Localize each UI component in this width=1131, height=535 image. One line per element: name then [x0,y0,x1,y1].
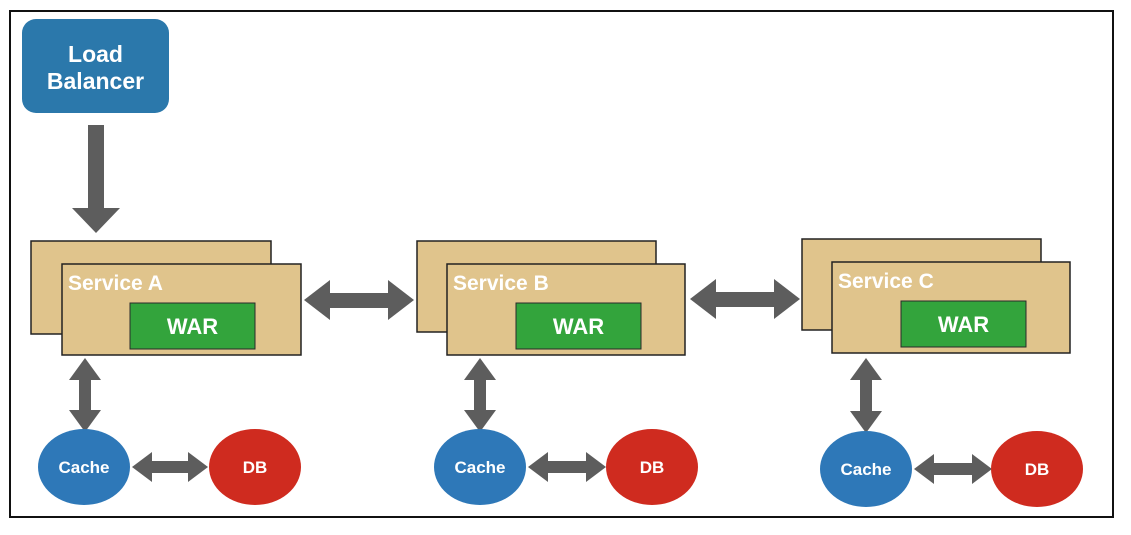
load-balancer-node: Load Balancer [22,19,169,113]
load-balancer-box [22,19,169,113]
service-a-b-arrow [304,280,414,320]
service-b-war-box [515,302,642,350]
db-c-node: DB [991,431,1083,507]
service-c-label: Service C [838,270,934,293]
service-a-label: Service A [68,272,163,295]
load-balancer-label-line2: Balancer [47,68,144,94]
cache-db-arrow-c [914,454,992,484]
cache-db-arrow-b [528,452,606,482]
cache-c-label: Cache [840,460,891,479]
service-b-node: Service B WAR [416,240,686,356]
cache-c-node: Cache [820,431,912,507]
db-a-node: DB [209,429,301,505]
cache-b-node: Cache [434,429,526,505]
cache-a-label: Cache [58,458,109,477]
service-a-war-label: WAR [167,314,218,339]
load-balancer-arrow [72,125,120,233]
service-b-label: Service B [453,272,549,295]
service-c-war-box [900,300,1027,348]
service-a-cache-arrow [69,358,101,432]
service-b-cache-arrow [464,358,496,432]
db-c-label: DB [1025,460,1050,479]
cache-db-arrow-a [132,452,208,482]
service-c-war-label: WAR [938,312,989,337]
load-balancer-label-line1: Load [68,41,123,67]
service-c-node: Service C WAR [801,238,1071,354]
service-b-c-arrow [690,279,800,319]
service-a-war-box [129,302,256,350]
cache-a-node: Cache [38,429,130,505]
db-b-node: DB [606,429,698,505]
service-a-node: Service A WAR [30,240,302,356]
service-c-cache-arrow [850,358,882,433]
cache-b-label: Cache [454,458,505,477]
db-a-label: DB [243,458,268,477]
db-b-label: DB [640,458,665,477]
service-b-war-label: WAR [553,314,604,339]
